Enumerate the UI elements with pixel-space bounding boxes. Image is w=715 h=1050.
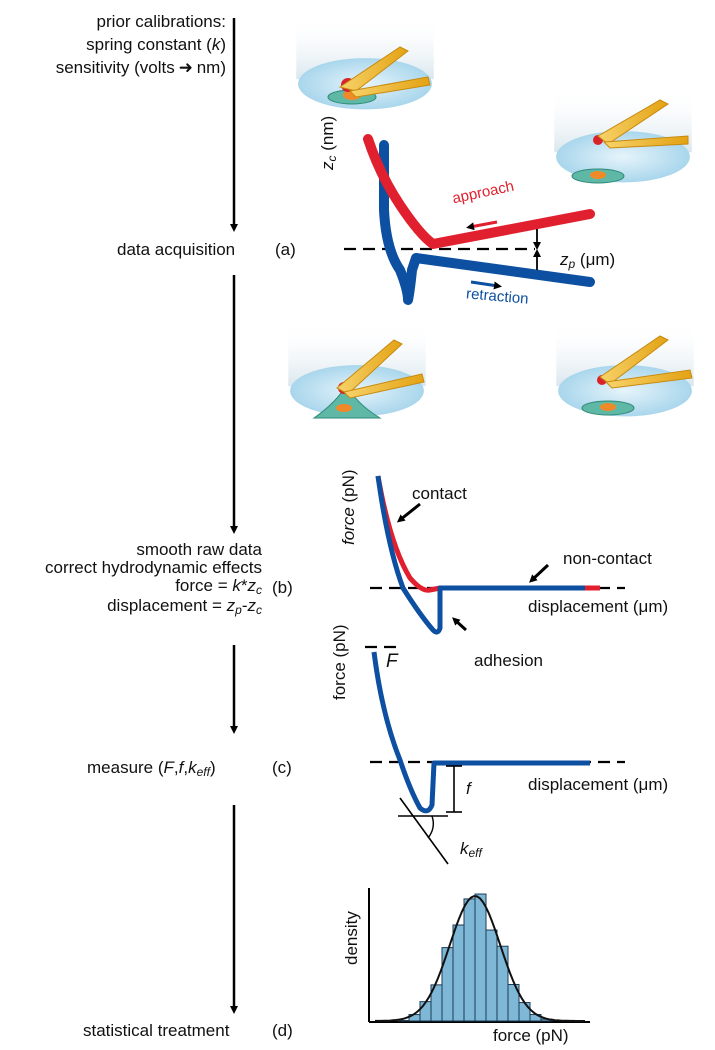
retraction-force-curve-c — [371, 651, 590, 814]
retraction-curve — [379, 140, 595, 305]
panel-b-curves — [370, 475, 625, 635]
step-c-label: measure (F,f,keff) — [87, 758, 216, 779]
histogram-bar — [496, 945, 509, 1022]
panel-c-ylabel: force (pN) — [330, 624, 349, 700]
proc-displacement-formula: displacement = zp-zc — [107, 596, 262, 617]
histogram-bar — [474, 893, 487, 1022]
step-d-tag: (d) — [272, 1021, 293, 1040]
dish-illustration-1 — [296, 15, 434, 110]
noncontact-label: non-contact — [563, 549, 652, 568]
right-arrow-icon: ➜ — [178, 58, 193, 77]
panel-d-ylabel: density — [342, 911, 361, 965]
step-a-tag: (a) — [275, 240, 296, 259]
calibration-spring-constant: spring constant (k) — [86, 35, 226, 54]
dish-illustration-4 — [556, 322, 694, 417]
panel-d-histogram — [368, 888, 590, 1023]
gaussian-fit-curve — [375, 895, 585, 1022]
keff-label: keff — [460, 839, 482, 860]
adhesion-label: adhesion — [474, 651, 544, 670]
panel-c-xlabel: displacement (μm) — [528, 775, 669, 794]
panel-d-xlabel: force (pN) — [493, 1026, 569, 1045]
panel-b-xlabel: displacement (μm) — [528, 597, 669, 616]
dish-illustration-3 — [288, 322, 426, 419]
calibration-sensitivity: sensitivity (volts➜nm) — [55, 58, 226, 77]
approach-curve — [363, 134, 595, 249]
zp-label: zp (μm) — [560, 250, 616, 271]
histogram-bar — [485, 929, 498, 1022]
step-a-label: data acquisition — [117, 240, 236, 259]
panel-b-ylabel: force (pN) — [339, 469, 358, 545]
retraction-force-curve — [375, 475, 585, 635]
step-b-tag: (b) — [272, 578, 293, 597]
F-label: F — [386, 651, 398, 672]
histogram-bar — [463, 898, 476, 1022]
histogram-bar — [419, 1001, 432, 1022]
histogram-bar — [518, 1002, 531, 1022]
calibration-heading: prior calibrations: — [96, 12, 226, 31]
step-c-tag: (c) — [272, 758, 292, 777]
f-label: f — [466, 779, 471, 798]
proc-force-formula: force = k*zc — [175, 576, 262, 597]
histogram-bar — [452, 924, 465, 1022]
dish-illustration-2 — [554, 88, 692, 184]
histogram-bar — [441, 947, 454, 1022]
panel-c-curves — [365, 645, 625, 865]
panel-a-curves — [344, 134, 595, 305]
panel-a-ylabel: zc (nm) — [318, 115, 339, 170]
step-d-label: statistical treatment — [83, 1021, 230, 1040]
proc-hydro: correct hydrodynamic effects — [45, 558, 262, 577]
contact-label: contact — [412, 484, 467, 503]
proc-smooth: smooth raw data — [136, 540, 262, 559]
